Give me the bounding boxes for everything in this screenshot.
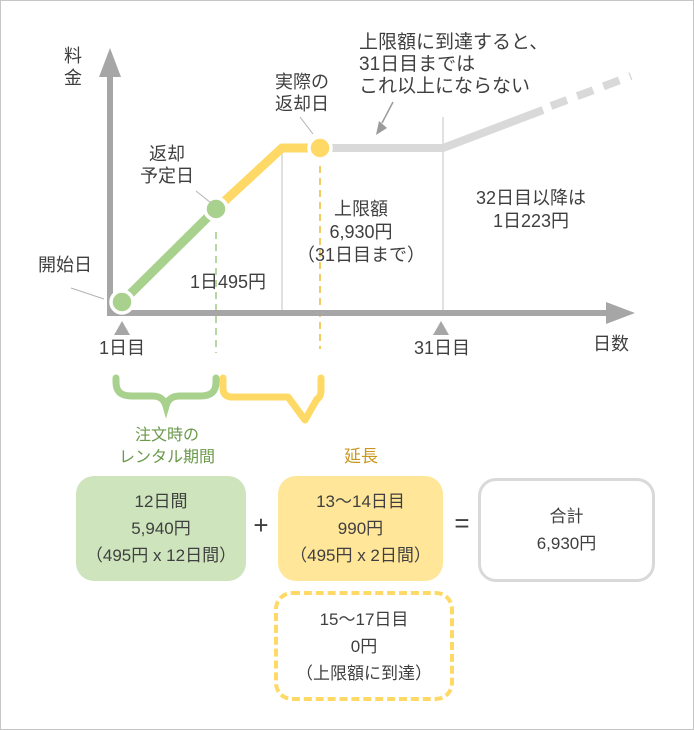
- total-box: 合計 6,930円: [478, 478, 655, 582]
- extension-bracket: [219, 374, 325, 424]
- y-axis-label: 料 金: [64, 46, 82, 88]
- actual-return-leader-line: [299, 116, 314, 135]
- start-leader-line: [70, 287, 105, 300]
- x-axis-label: 日数: [593, 334, 629, 354]
- rental-price-line: [117, 204, 221, 307]
- start-point-dot: [109, 289, 135, 315]
- day1-tick-triangle: [114, 321, 130, 335]
- day1-tick-label: 1日目: [98, 338, 145, 358]
- day31-tick-triangle: [433, 321, 449, 335]
- plus-operator: +: [253, 510, 269, 540]
- base-rental-box: 12日間 5,940円 （495円 x 12日間）: [76, 476, 246, 581]
- equals-operator: =: [454, 508, 470, 538]
- after-day32-rate-label: 32日目以降は 1日223円: [475, 188, 587, 231]
- y-axis-arrowhead: [99, 48, 121, 77]
- cap-note-arrow-line: [381, 101, 394, 124]
- scheduled-return-label: 返却 予定日: [140, 144, 194, 186]
- start-day-label: 開始日: [38, 255, 92, 275]
- day31-tick-label: 31日目: [413, 338, 471, 358]
- extension-label: 延長: [344, 447, 378, 466]
- actual-return-dot: [307, 135, 333, 161]
- cap-note-text: 上限額に到達すると、 31日目までは これ以上にならない: [359, 32, 549, 97]
- capped-days-box: 15〜17日目 0円 （上限額に到達）: [274, 591, 454, 701]
- actual-return-label: 実際の 返却日: [275, 72, 329, 114]
- daily-rate-label: 1日495円: [189, 272, 267, 292]
- rental-period-brace: [112, 374, 220, 419]
- cap-note-arrowhead: [376, 121, 387, 135]
- rental-period-label: 注文時の レンタル期間: [118, 427, 215, 466]
- x-axis-arrowhead: [606, 302, 635, 324]
- scheduled-return-dot: [203, 196, 229, 222]
- extension-charge-box: 13〜14日目 990円 （495円 x 2日間）: [278, 476, 443, 581]
- cap-amount-label: 上限額 6,930円 （31日目まで）: [296, 199, 426, 265]
- capped-price-line-dashed: [549, 72, 633, 110]
- capped-price-line: [320, 106, 545, 152]
- scheduled-return-leader-line: [195, 190, 212, 204]
